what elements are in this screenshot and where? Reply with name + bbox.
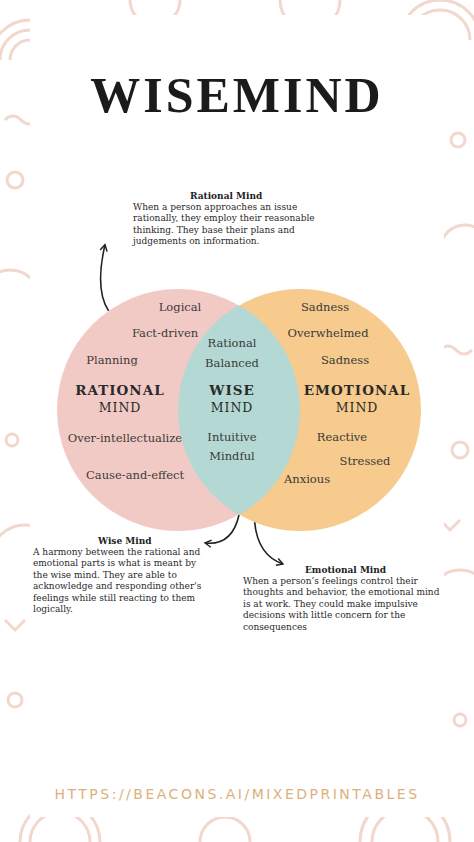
trait-word: Mindful: [209, 449, 255, 463]
callout-body: When a person’s feelings control their t…: [243, 576, 443, 633]
callout-body: A harmony between the rational and emoti…: [33, 547, 205, 615]
section-heading: RATIONAL MIND: [45, 382, 195, 416]
callout-note: Emotional MindWhen a person’s feelings c…: [243, 564, 443, 633]
trait-word: Logical: [159, 300, 202, 314]
section-heading: WISE MIND: [157, 382, 307, 416]
footer-url: HTTPS://BEACONS.AI/MIXEDPRINTABLES: [0, 786, 474, 802]
trait-word: Fact-driven: [132, 326, 198, 340]
trait-word: Intuitive: [207, 430, 256, 444]
callout-heading: Wise Mind: [33, 535, 205, 547]
trait-word: Over-intellectualize: [68, 431, 182, 445]
circle-fill: [57, 289, 299, 531]
section-heading: EMOTIONAL MIND: [282, 382, 432, 416]
trait-word: Sadness: [301, 300, 349, 314]
trait-word: Stressed: [340, 454, 391, 468]
callout-note: Rational MindWhen a person approaches an…: [105, 190, 320, 248]
trait-word: Sadness: [321, 353, 369, 367]
callout-note: Wise MindA harmony between the rational …: [33, 535, 205, 615]
venn-intersection: RationalBalancedWISE MINDIntuitiveMindfu…: [179, 305, 299, 515]
trait-word: Rational: [208, 336, 257, 350]
circle-fill: [179, 289, 421, 531]
callout-heading: Rational Mind: [105, 190, 320, 202]
trait-word: Planning: [86, 353, 138, 367]
diagram-title: WISEMIND: [0, 66, 474, 124]
trait-word: Overwhelmed: [287, 326, 368, 340]
card-background: [30, 15, 444, 817]
trait-word: Anxious: [284, 472, 330, 486]
trait-word: Cause-and-effect: [86, 468, 184, 482]
curved-arrow: [101, 245, 109, 311]
trait-word: Reactive: [317, 430, 367, 444]
trait-word: Balanced: [205, 356, 259, 370]
callout-heading: Emotional Mind: [243, 564, 443, 576]
callout-body: When a person approaches an issue ration…: [105, 202, 320, 248]
